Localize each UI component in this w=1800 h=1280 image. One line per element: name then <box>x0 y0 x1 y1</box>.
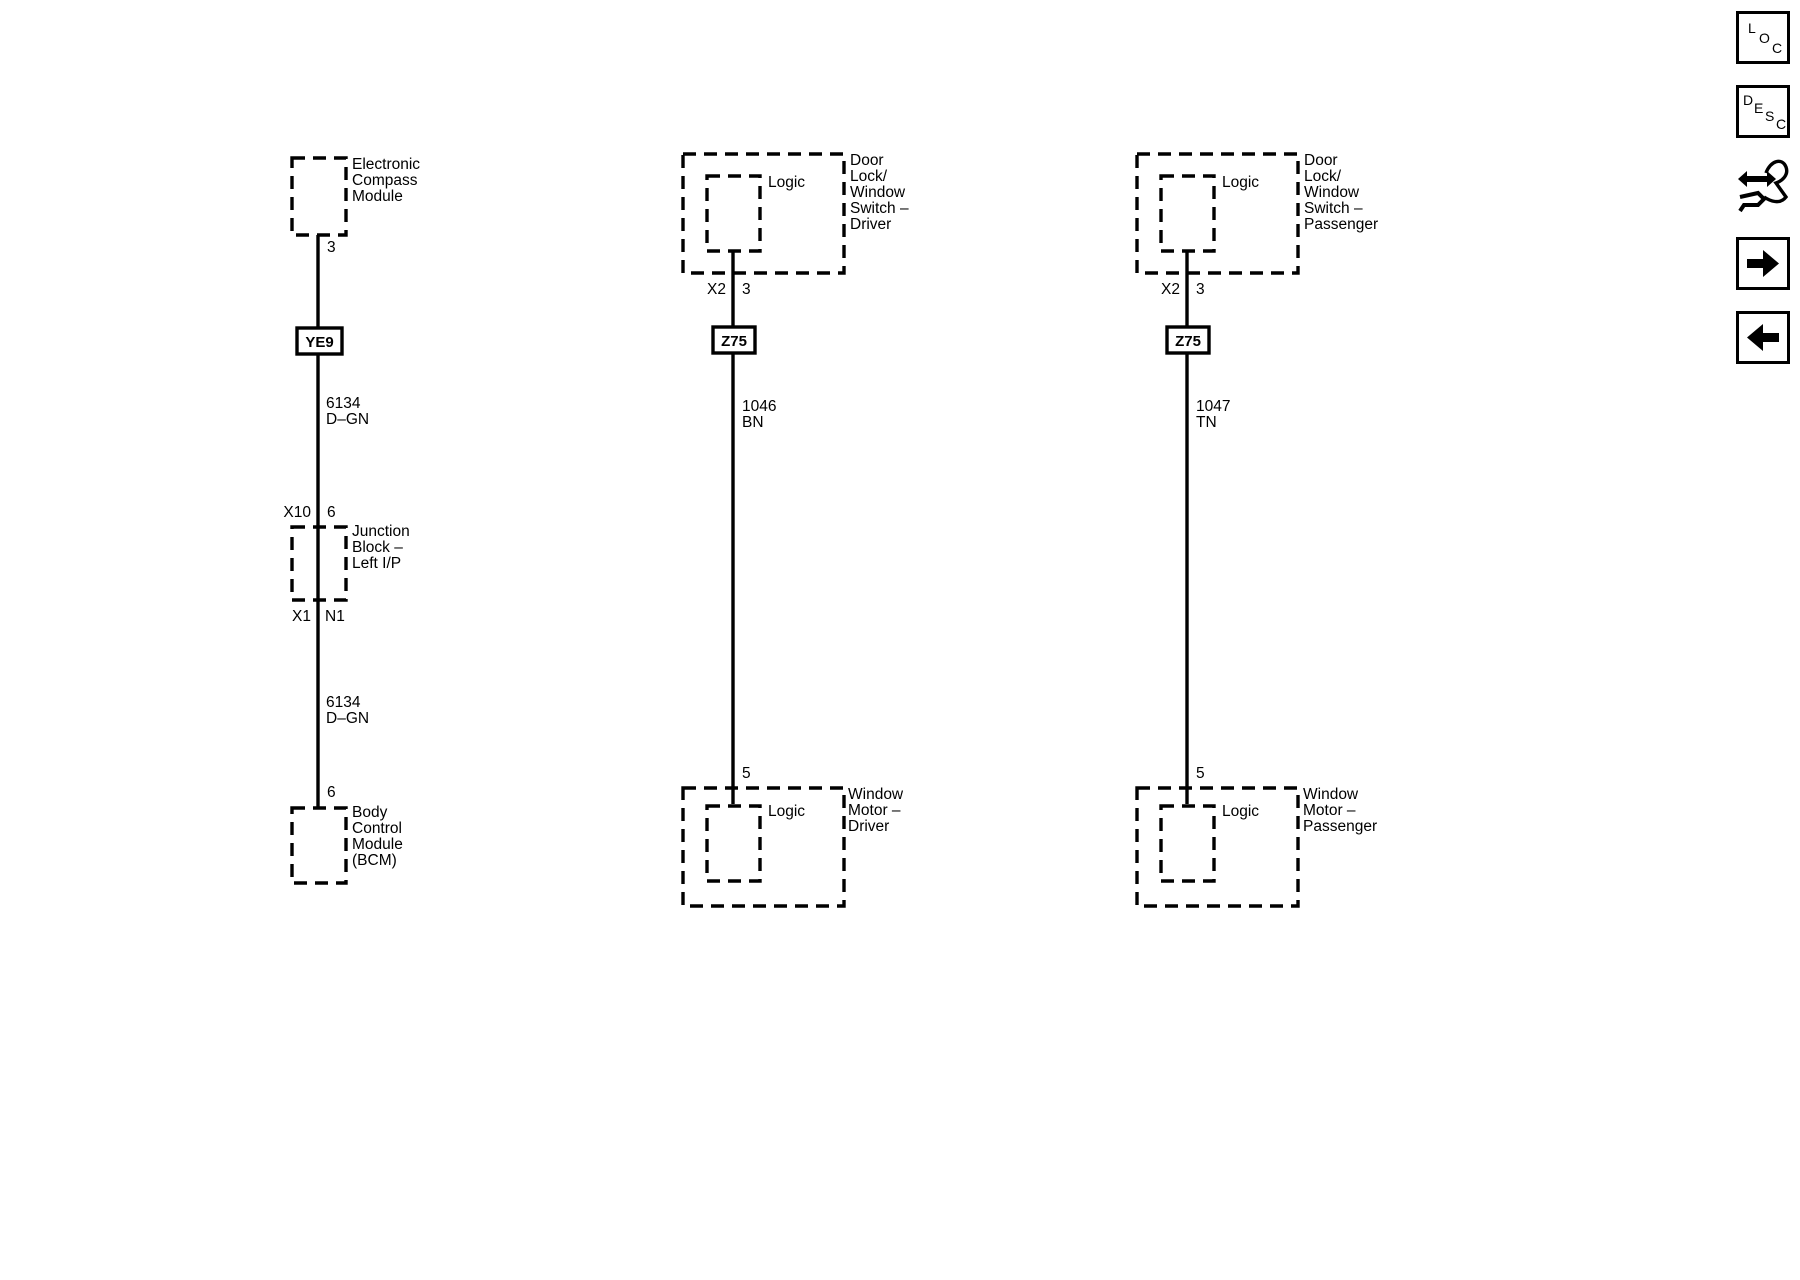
loc-letter-c: C <box>1772 40 1783 56</box>
wire-left-2-color: D–GN <box>326 710 369 727</box>
connector-ye9-label: YE9 <box>305 334 333 351</box>
arrow-left-icon <box>1747 324 1779 351</box>
switch-driver-pin: 3 <box>742 281 751 298</box>
wire-left-2-circuit: 6134 <box>326 694 361 711</box>
wire-left-1-circuit: 6134 <box>326 395 361 412</box>
junction-block-label-2: Block – <box>352 539 403 556</box>
body-control-module-label-4: (BCM) <box>352 852 397 869</box>
body-control-module-label-3: Module <box>352 836 403 853</box>
loc-button[interactable]: L O C <box>1736 11 1790 64</box>
junction-top-connector: X10 <box>283 504 311 521</box>
switch-passenger-pin: 3 <box>1196 281 1205 298</box>
pin-left-bottom: 6 <box>327 784 336 801</box>
arrow-right-icon <box>1747 250 1779 277</box>
wire-middle-color: BN <box>742 414 764 431</box>
desc-letter-d: D <box>1743 92 1754 108</box>
wire-left-1-color: D–GN <box>326 411 369 428</box>
window-motor-passenger-logic-box <box>1159 804 1216 883</box>
door-lock-switch-passenger-label-2: Lock/ <box>1304 168 1342 185</box>
door-lock-switch-passenger-logic-box <box>1159 174 1216 253</box>
junction-bottom-pin: N1 <box>325 608 345 625</box>
door-lock-switch-passenger-label-4: Switch – <box>1304 200 1363 217</box>
electronic-compass-module-label-1: Electronic <box>352 156 420 173</box>
connector-harness-button[interactable] <box>1736 153 1790 215</box>
door-lock-switch-passenger-label-1: Door <box>1304 152 1338 169</box>
door-lock-switch-driver-box <box>681 152 846 275</box>
desc-letter-c: C <box>1776 116 1787 132</box>
window-motor-driver-box <box>681 786 846 908</box>
connector-harness-icon <box>1738 159 1789 213</box>
electronic-compass-module-label-3: Module <box>352 188 403 205</box>
junction-block-label-1: Junction <box>352 523 410 540</box>
door-lock-switch-driver-logic-box <box>705 174 762 253</box>
window-motor-driver-label-2: Motor – <box>848 802 901 819</box>
pin-left-top: 3 <box>327 239 336 256</box>
window-motor-driver-label-1: Window <box>848 786 904 803</box>
switch-passenger-connector: X2 <box>1161 281 1180 298</box>
door-lock-switch-passenger-logic-label: Logic <box>1222 174 1259 191</box>
window-motor-driver-logic-box <box>705 804 762 883</box>
window-motor-passenger-label-3: Passenger <box>1303 818 1377 835</box>
door-lock-switch-passenger-box <box>1135 152 1300 275</box>
electronic-compass-module-label-2: Compass <box>352 172 418 189</box>
body-control-module-label-1: Body <box>352 804 388 821</box>
motor-driver-pin: 5 <box>742 765 751 782</box>
next-button[interactable] <box>1736 237 1790 290</box>
door-lock-switch-driver-label-5: Driver <box>850 216 891 233</box>
loc-letter-o: O <box>1759 30 1770 46</box>
door-lock-switch-passenger-label-3: Window <box>1304 184 1360 201</box>
body-control-module-box <box>290 806 348 885</box>
loc-letter-l: L <box>1748 20 1756 36</box>
wire-right-color: TN <box>1196 414 1217 431</box>
prev-button[interactable] <box>1736 311 1790 364</box>
door-lock-switch-passenger-label-5: Passenger <box>1304 216 1378 233</box>
window-motor-passenger-label-2: Motor – <box>1303 802 1356 819</box>
junction-block-box <box>290 525 348 602</box>
circuit-left: Electronic Compass Module 3 YE9 6134 D–G… <box>283 156 420 885</box>
electronic-compass-module-box <box>290 156 348 237</box>
connector-z75-passenger-label: Z75 <box>1175 333 1201 350</box>
circuit-middle: Logic Door Lock/ Window Switch – Driver … <box>681 152 909 908</box>
door-lock-switch-driver-label-1: Door <box>850 152 884 169</box>
desc-button[interactable]: D E S C <box>1736 85 1790 138</box>
wire-right-circuit: 1047 <box>1196 398 1230 415</box>
circuit-right: Logic Door Lock/ Window Switch – Passeng… <box>1135 152 1378 908</box>
connector-z75-driver-label: Z75 <box>721 333 747 350</box>
door-lock-switch-driver-label-2: Lock/ <box>850 168 888 185</box>
junction-top-pin: 6 <box>327 504 336 521</box>
desc-letter-s: S <box>1765 108 1775 124</box>
window-motor-driver-label-3: Driver <box>848 818 889 835</box>
window-motor-passenger-label-1: Window <box>1303 786 1359 803</box>
door-lock-switch-driver-label-4: Switch – <box>850 200 909 217</box>
junction-block-label-3: Left I/P <box>352 555 401 572</box>
desc-letter-e: E <box>1754 100 1764 116</box>
window-motor-passenger-box <box>1135 786 1300 908</box>
wire-middle-circuit: 1046 <box>742 398 776 415</box>
door-lock-switch-driver-logic-label: Logic <box>768 174 805 191</box>
motor-passenger-pin: 5 <box>1196 765 1205 782</box>
body-control-module-label-2: Control <box>352 820 402 837</box>
door-lock-switch-driver-label-3: Window <box>850 184 906 201</box>
junction-bottom-connector: X1 <box>292 608 311 625</box>
switch-driver-connector: X2 <box>707 281 726 298</box>
window-motor-driver-logic-label: Logic <box>768 803 805 820</box>
window-motor-passenger-logic-label: Logic <box>1222 803 1259 820</box>
